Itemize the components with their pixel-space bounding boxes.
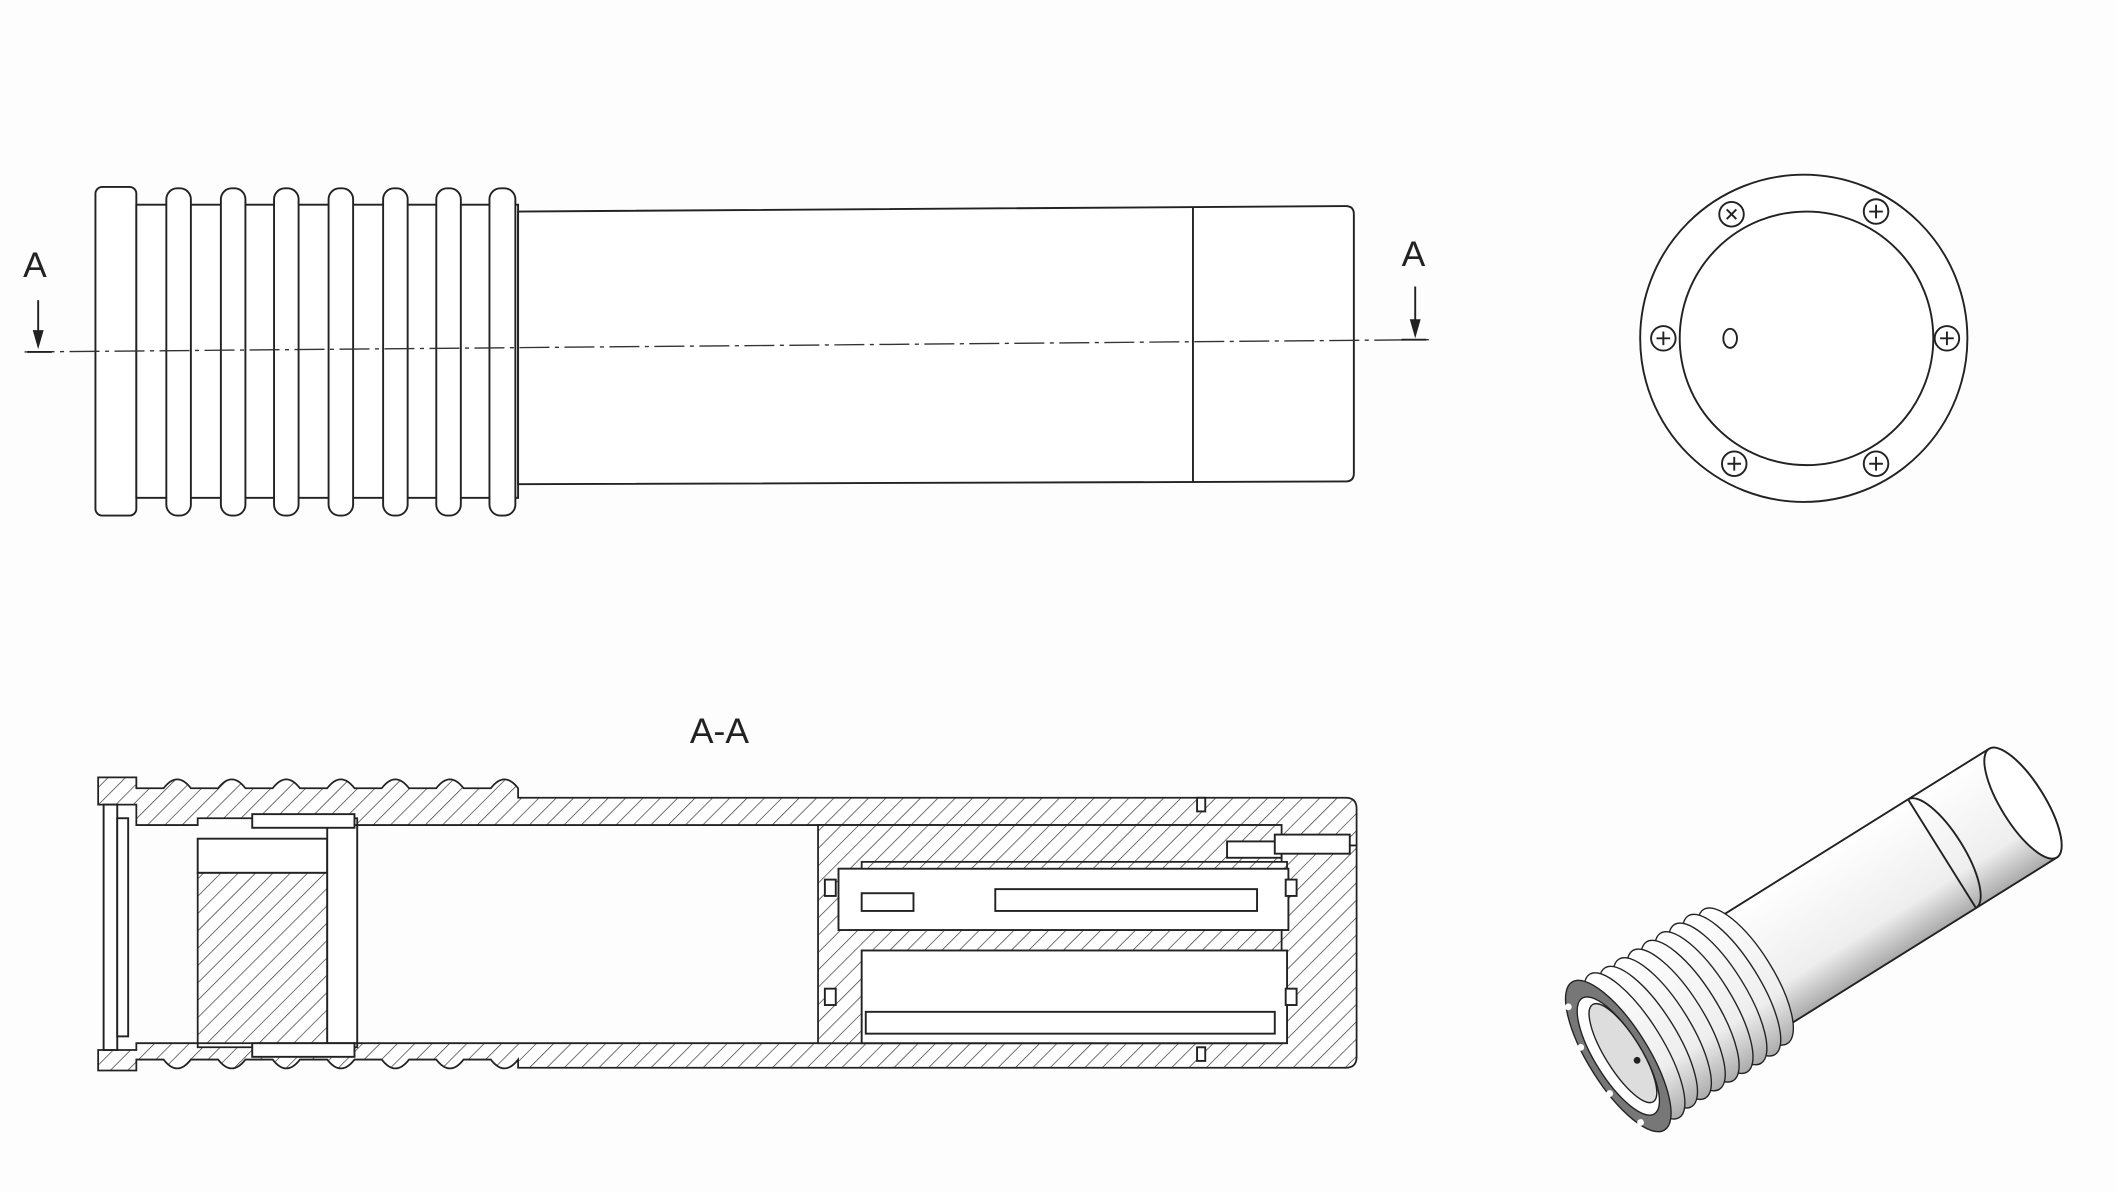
section-arrow-right: A: [1402, 234, 1427, 341]
end-view: [1639, 173, 1969, 503]
side-view: A A: [23, 186, 1429, 517]
section-view-title: A-A: [690, 711, 749, 751]
section-marker-right: A: [1402, 234, 1426, 274]
screw-icons: [1650, 198, 1961, 477]
thread-ribs: [165, 187, 517, 517]
section-view: A-A: [97, 711, 1358, 1072]
section-arrow-left: A: [23, 245, 52, 353]
isometric-view: [1564, 746, 2063, 1133]
center-line: [24, 338, 1429, 353]
section-marker-left: A: [23, 245, 47, 285]
